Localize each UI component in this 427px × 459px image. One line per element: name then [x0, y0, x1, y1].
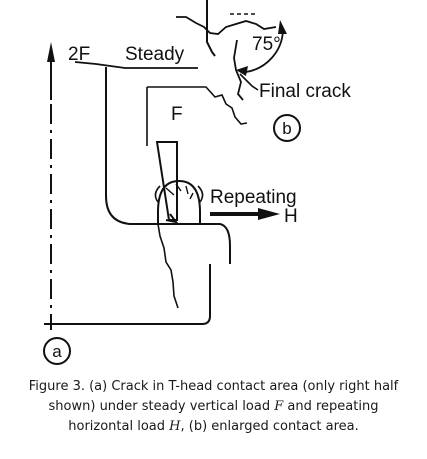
marker-a-circle [43, 337, 71, 365]
load-axis-arrow [47, 42, 55, 100]
label-angle: 75° [252, 34, 281, 55]
label-h: H [284, 206, 298, 227]
label-f: F [171, 104, 183, 125]
marker-b-circle [273, 114, 301, 142]
label-repeating: Repeating [210, 187, 297, 208]
caption-var-f: F [274, 399, 284, 414]
caption-line-2-post: and repeating [283, 399, 379, 414]
contact-knob [154, 179, 204, 225]
enlarged-vertical-line [206, 0, 216, 57]
marker-b-label: b [282, 119, 291, 138]
inner-contour [146, 86, 248, 146]
final-crack-line [233, 39, 244, 101]
caption-line-2: shown) under steady vertical load F and … [0, 397, 427, 417]
label-steady: Steady [125, 44, 185, 65]
repeating-h-arrow [210, 208, 280, 220]
caption-line-1: Figure 3. (a) Crack in T-head contact ar… [28, 379, 399, 394]
angle-arc [236, 20, 287, 76]
t-head-crack-diagram: 2F Steady F 75° Final crack b Repeating … [43, 0, 351, 365]
caption-line-3: horizontal load H, (b) enlarged contact … [0, 417, 427, 437]
caption-line-3-pre: horizontal load [68, 419, 170, 434]
caption-line-3-post: , (b) enlarged contact area. [180, 419, 359, 434]
caption-line-2-pre: shown) under steady vertical load [48, 399, 275, 414]
steady-load-line [74, 61, 198, 69]
marker-a-label: a [52, 342, 62, 361]
load-wedge [155, 141, 179, 224]
final-crack-leader [239, 73, 259, 91]
enlarged-top-edge [176, 16, 277, 35]
label-final-crack: Final crack [259, 81, 351, 102]
crack-line [157, 223, 179, 309]
label-2f: 2F [68, 44, 90, 65]
figure-caption: Figure 3. (a) Crack in T-head contact ar… [0, 377, 427, 453]
caption-var-h: H [169, 419, 181, 434]
t-head-outline [44, 67, 231, 325]
